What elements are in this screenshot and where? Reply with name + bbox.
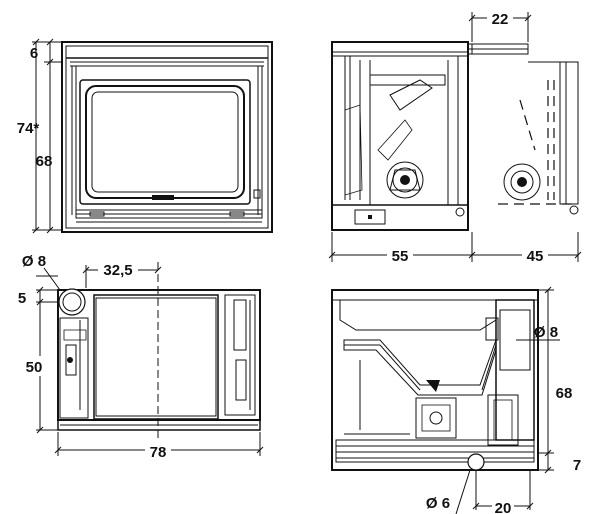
top-flue-diameter-label: Ø 8 — [22, 253, 46, 270]
front-top-gap-label: 6 — [30, 45, 38, 62]
back-bottom-label: 7 — [573, 457, 581, 474]
back-air-offset-label: 20 — [495, 500, 512, 514]
back-air-diameter-label: Ø 6 — [426, 495, 450, 512]
top-view: Ø 8 32,5 5 50 78 — [18, 253, 264, 461]
front-view: 6 74* 68 — [17, 38, 273, 234]
side-view: 22 55 45 — [328, 9, 582, 265]
top-depth-label: 50 — [26, 359, 43, 376]
front-total-height-label: 74* — [17, 120, 40, 137]
top-edge-label: 5 — [18, 290, 26, 307]
back-inlet-diameter-label: Ø 8 — [534, 324, 558, 341]
front-body-height-label: 68 — [36, 153, 53, 170]
side-extension-label: 45 — [527, 248, 544, 265]
side-depth-label: 55 — [392, 248, 409, 265]
top-flue-offset-label: 32,5 — [103, 262, 132, 279]
back-height-label: 68 — [556, 385, 573, 402]
side-pipe-length-label: 22 — [492, 11, 509, 28]
top-width-label: 78 — [150, 444, 167, 461]
back-view: Ø 8 68 7 Ø 6 20 — [331, 286, 581, 514]
